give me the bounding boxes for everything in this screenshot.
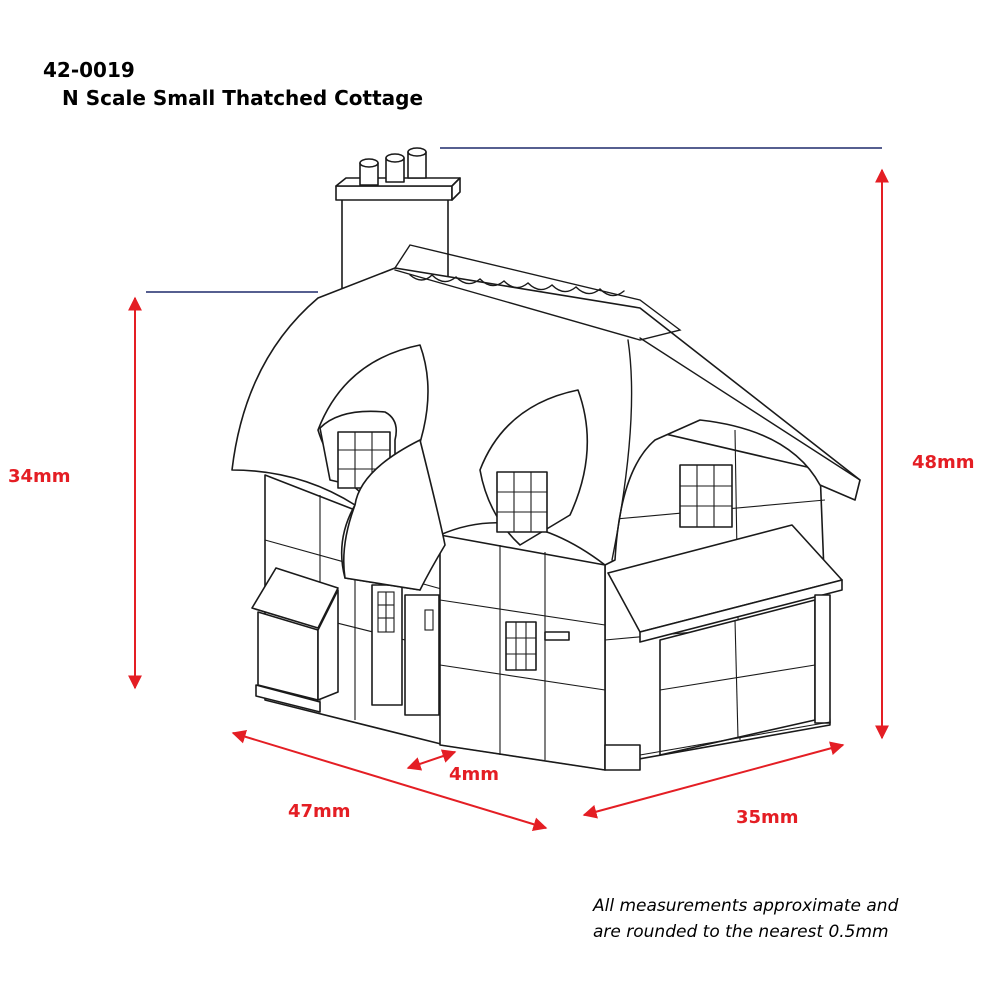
note-line-2: are rounded to the nearest 0.5mm [593, 922, 889, 942]
product-code: 42-0019 [43, 58, 135, 82]
left-bay-window [251, 567, 339, 713]
width-arrow [231, 729, 548, 832]
front-dormer [479, 389, 589, 546]
depth-label: 35mm [736, 807, 799, 828]
note-line-1: All measurements approximate and [593, 896, 899, 916]
front-door [371, 584, 440, 716]
porch-depth-arrow [406, 749, 457, 771]
porch-depth-label: 4mm [449, 764, 500, 785]
product-name: N Scale Small Thatched Cottage [62, 86, 424, 110]
depth-arrow [582, 741, 845, 819]
width-label: 47mm [288, 801, 351, 822]
side-window [679, 464, 733, 528]
measurement-note: All measurements approximate and are rou… [593, 893, 898, 945]
front-window [505, 621, 570, 671]
eave-height-label: 34mm [8, 466, 71, 487]
porch-roof [342, 439, 446, 591]
total-height-label: 48mm [912, 452, 975, 473]
shop-canopy [607, 524, 843, 756]
front-plinth [439, 744, 606, 771]
side-plinth [639, 721, 831, 756]
